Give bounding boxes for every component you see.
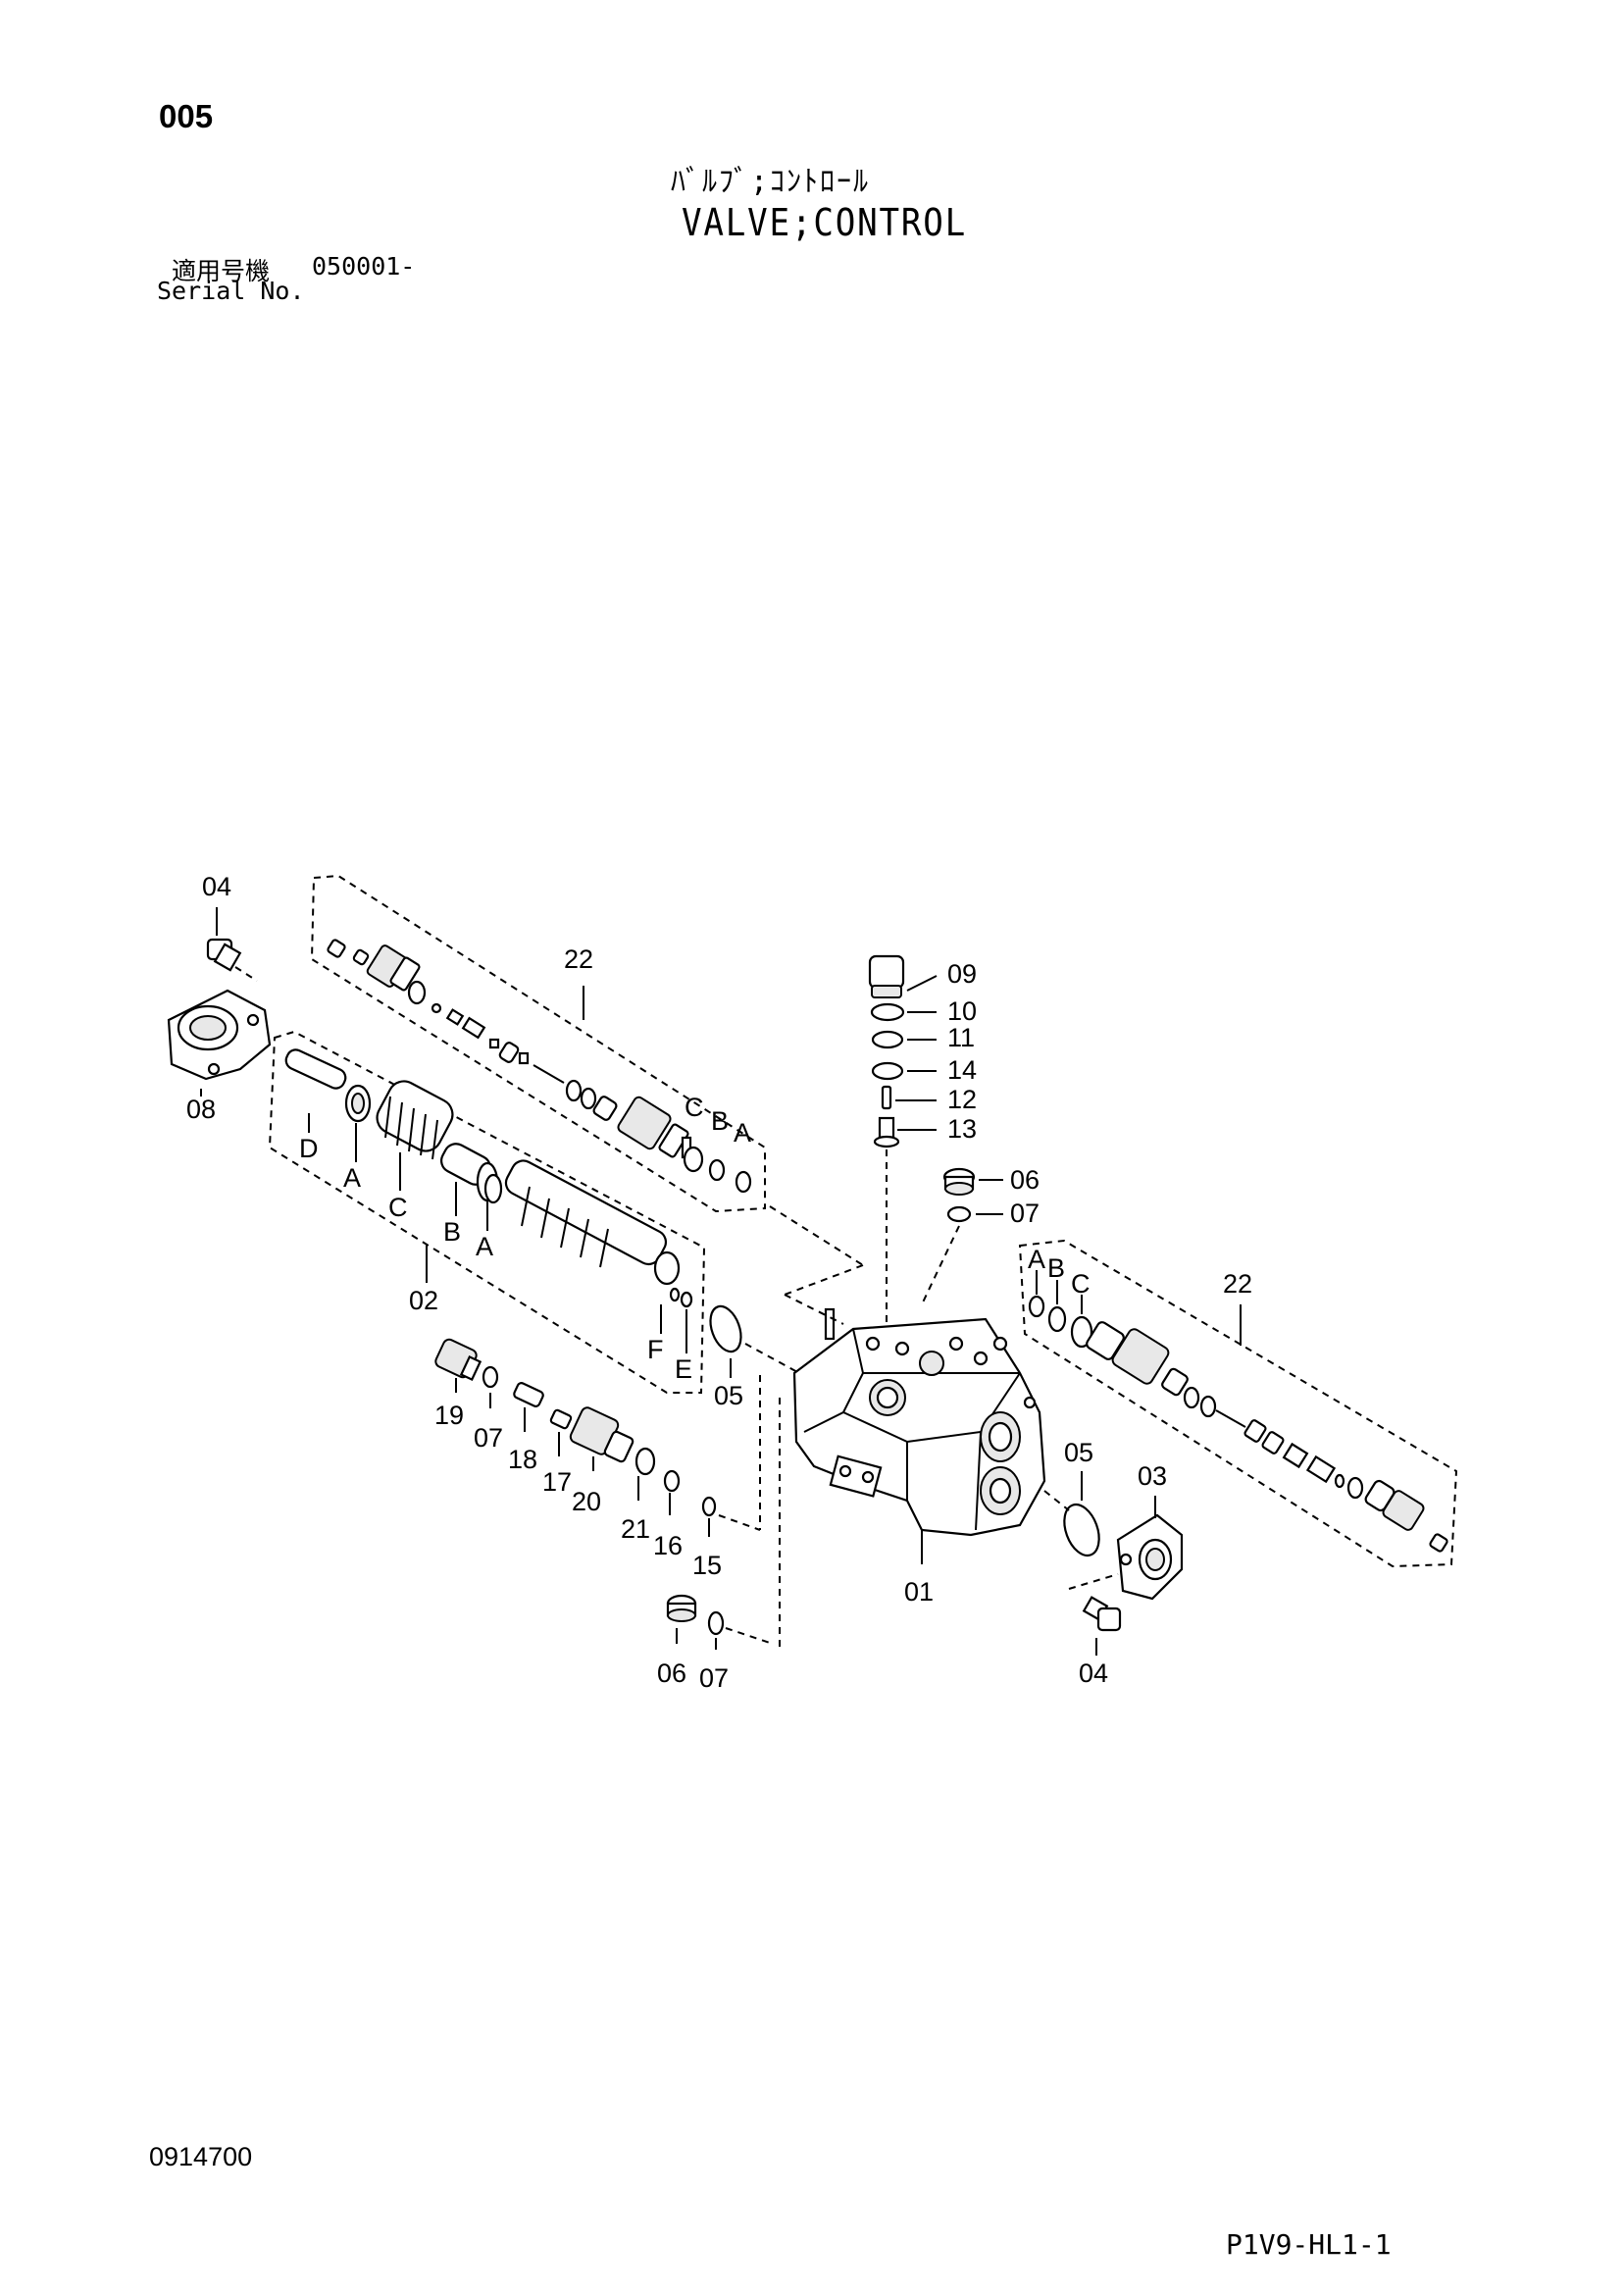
plug-20	[569, 1406, 634, 1463]
serial-range: 050001-	[312, 252, 416, 281]
callout-c-mid: C	[388, 1193, 408, 1222]
assembly-22-boundary-upper	[310, 874, 766, 1213]
callout-07-upper: 07	[1010, 1199, 1040, 1228]
poppet-13	[873, 1116, 900, 1148]
valve-body-01	[792, 1307, 1046, 1537]
callout-05-left: 05	[714, 1381, 743, 1410]
serial-label-english: Serial No.	[157, 277, 305, 305]
callout-04-lower: 04	[1079, 1658, 1108, 1688]
callout-b-mid: B	[443, 1217, 461, 1247]
oring-05-right	[1063, 1503, 1100, 1557]
callout-03: 03	[1138, 1461, 1167, 1491]
callout-12: 12	[947, 1085, 977, 1114]
plug-09	[868, 954, 938, 998]
plug-06-lower	[666, 1594, 697, 1622]
oring-07-upper	[946, 1205, 972, 1223]
callout-10: 10	[947, 996, 977, 1026]
serial-label-japanese: 適用号機	[172, 257, 271, 285]
callout-d: D	[299, 1134, 319, 1163]
assembly-02-boundary	[268, 1030, 706, 1394]
callout-09: 09	[947, 959, 977, 989]
callout-17: 17	[542, 1467, 572, 1497]
ring-16	[663, 1469, 681, 1493]
oring-11	[871, 1030, 904, 1049]
backup-ring-14	[871, 1061, 904, 1081]
callout-22-right: 22	[1223, 1269, 1252, 1299]
assembly-02-parts	[284, 1048, 693, 1308]
title-english: VALVE;CONTROL	[682, 201, 968, 244]
flange-08	[167, 989, 272, 1081]
page-number: 005	[159, 98, 214, 134]
callout-04-upper: 04	[202, 872, 231, 901]
piston-18	[513, 1382, 544, 1407]
spring-12	[881, 1085, 892, 1110]
oring-21	[634, 1447, 656, 1476]
document-number: 0914700	[149, 2142, 253, 2171]
bolt-04-lower	[1082, 1596, 1122, 1632]
assembly-22-parts-upper	[327, 939, 752, 1194]
callout-21: 21	[621, 1514, 650, 1544]
callout-a-upper: A	[734, 1118, 751, 1148]
callout-22-upper: 22	[564, 944, 593, 974]
callout-a-mid-2: A	[476, 1232, 493, 1261]
callout-06-upper: 06	[1010, 1165, 1040, 1195]
callout-05-right: 05	[1064, 1438, 1093, 1467]
assembly-22-parts-right	[1028, 1295, 1448, 1553]
assembly-22-boundary-right	[1018, 1239, 1458, 1568]
oring-07-mid	[482, 1365, 499, 1389]
spring-17	[549, 1408, 573, 1430]
callout-14: 14	[947, 1055, 977, 1085]
flange-03	[1116, 1513, 1184, 1601]
oring-15	[701, 1496, 717, 1517]
callout-08: 08	[186, 1095, 216, 1124]
callout-07-lower: 07	[699, 1663, 729, 1693]
callout-02: 02	[409, 1286, 438, 1315]
callout-f: F	[647, 1335, 664, 1364]
oring-10	[870, 1002, 905, 1022]
callout-a-mid-1: A	[343, 1163, 361, 1193]
callout-11: 11	[947, 1023, 975, 1052]
callout-18: 18	[508, 1445, 537, 1474]
callout-19: 19	[434, 1401, 464, 1430]
oring-07-lower	[707, 1610, 725, 1636]
callout-c-right: C	[1071, 1269, 1091, 1299]
callout-b-right: B	[1047, 1253, 1065, 1283]
callout-a-right: A	[1028, 1245, 1045, 1274]
callout-06-lower: 06	[657, 1658, 686, 1688]
callout-07-mid: 07	[474, 1423, 503, 1453]
callout-13: 13	[947, 1114, 977, 1144]
callout-b-upper: B	[711, 1106, 729, 1136]
pin	[824, 1307, 836, 1341]
callout-16: 16	[653, 1531, 683, 1560]
callout-15: 15	[692, 1551, 722, 1580]
callout-e: E	[675, 1354, 692, 1384]
bolt-04-upper	[206, 938, 242, 972]
callout-c-upper: C	[685, 1093, 704, 1122]
plug-06-upper	[942, 1167, 976, 1196]
page-code: P1V9-HL1-1	[1226, 2228, 1392, 2261]
callout-20: 20	[572, 1487, 601, 1516]
oring-05-left	[709, 1304, 742, 1353]
callout-01: 01	[904, 1577, 934, 1607]
plug-19	[434, 1338, 482, 1382]
title-japanese: ﾊﾞﾙﾌﾞ;ｺﾝﾄﾛｰﾙ	[671, 165, 871, 199]
